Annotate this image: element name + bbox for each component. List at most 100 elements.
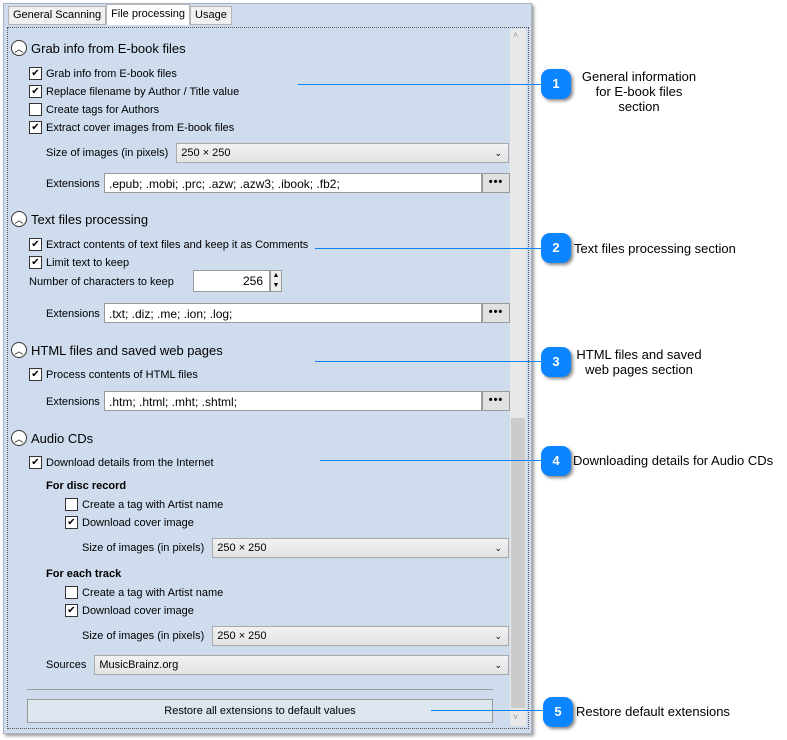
- html-extensions-browse-button[interactable]: •••: [482, 391, 510, 411]
- callout-line-3: [315, 361, 543, 362]
- callout-line-4: [320, 460, 543, 461]
- select-value: MusicBrainz.org: [99, 659, 179, 671]
- check-icon: ✔: [29, 238, 42, 251]
- select-value: 250 × 250: [181, 147, 231, 159]
- restore-defaults-button[interactable]: Restore all extensions to default values: [27, 699, 493, 723]
- settings-window: [3, 3, 532, 734]
- checkbox-label: Download cover image: [82, 516, 194, 529]
- scrollbar-thumb[interactable]: [511, 418, 525, 708]
- checkbox-track-cover[interactable]: ✔ Download cover image: [65, 604, 194, 617]
- sources-select[interactable]: MusicBrainz.org ⌄: [94, 655, 509, 675]
- checkbox-box: [65, 586, 78, 599]
- check-icon: ✔: [29, 456, 42, 469]
- tab-file-processing[interactable]: File processing: [106, 4, 191, 25]
- callout-text-3: HTML files and saved web pages section: [576, 347, 702, 377]
- collapse-icon[interactable]: ︿: [11, 342, 27, 358]
- extensions-label: Extensions: [46, 178, 100, 190]
- sources-row: Sources MusicBrainz.org ⌄: [46, 655, 509, 675]
- ebook-section-header[interactable]: ︿Grab info from E-book files: [11, 40, 186, 56]
- check-icon: ✔: [29, 67, 42, 80]
- callout-line-5: [431, 710, 545, 711]
- checkbox-label: Limit text to keep: [46, 256, 130, 269]
- callout-badge-4: 4: [541, 446, 571, 476]
- stepper-up-icon[interactable]: ▲: [272, 272, 280, 279]
- checkbox-label: Process contents of HTML files: [46, 368, 198, 381]
- chars-input[interactable]: 256: [193, 270, 270, 292]
- stepper-down-icon[interactable]: ▼: [272, 282, 280, 289]
- text-extensions-browse-button[interactable]: •••: [482, 303, 510, 323]
- checkbox-box: [29, 103, 42, 116]
- size-label: Size of images (in pixels): [82, 630, 205, 642]
- text-extensions-input[interactable]: .txt; .diz; .me; .ion; .log;: [104, 303, 482, 323]
- checkbox-box: [65, 498, 78, 511]
- callout-badge-1: 1: [541, 69, 571, 99]
- checkbox-label: Create a tag with Artist name: [82, 586, 224, 599]
- ebook-extensions-input[interactable]: .epub; .mobi; .prc; .azw; .azw3; .ibook;…: [104, 173, 482, 193]
- checkbox-disc-artist-tag[interactable]: Create a tag with Artist name: [65, 498, 223, 511]
- select-value: 250 × 250: [217, 542, 267, 554]
- checkbox-label: Grab info from E-book files: [46, 67, 177, 80]
- extensions-label: Extensions: [46, 308, 100, 320]
- checkbox-replace-filename[interactable]: ✔Replace filename by Author / Title valu…: [29, 85, 239, 98]
- checkbox-label: Create a tag with Artist name: [82, 498, 224, 511]
- chevron-down-icon: ⌄: [494, 543, 502, 553]
- callout-line-2: [315, 248, 543, 249]
- chevron-down-icon: ⌄: [494, 148, 502, 158]
- check-icon: ✔: [65, 604, 78, 617]
- collapse-icon[interactable]: ︿: [11, 430, 27, 446]
- collapse-icon[interactable]: ︿: [11, 211, 27, 227]
- audio-section-header[interactable]: ︿Audio CDs: [11, 430, 93, 446]
- callout-badge-2: 2: [541, 233, 571, 263]
- checkbox-extract-cover[interactable]: ✔Extract cover images from E-book files: [29, 121, 234, 134]
- ebook-size-select[interactable]: 250 × 250 ⌄: [176, 143, 509, 163]
- text-section-header[interactable]: ︿Text files processing: [11, 211, 148, 227]
- content-area: [7, 27, 529, 729]
- checkbox-label: Download cover image: [82, 604, 194, 617]
- callout-line-1: [298, 84, 543, 85]
- callout-text-2: Text files processing section: [574, 241, 736, 256]
- checkbox-track-artist-tag[interactable]: Create a tag with Artist name: [65, 586, 223, 599]
- check-icon: ✔: [29, 256, 42, 269]
- disc-size-row: Size of images (in pixels) 250 × 250⌄: [82, 538, 509, 558]
- checkbox-label: Download details from the Internet: [46, 456, 214, 469]
- checkbox-create-tags[interactable]: Create tags for Authors: [29, 103, 159, 116]
- check-icon: ✔: [29, 85, 42, 98]
- tab-usage[interactable]: Usage: [190, 6, 232, 25]
- checkbox-label: Extract contents of text files and keep …: [46, 238, 309, 251]
- track-size-row: Size of images (in pixels) 250 × 250⌄: [82, 626, 509, 646]
- checkbox-extract-text[interactable]: ✔ Extract contents of text files and keep…: [29, 238, 308, 251]
- html-extensions-input[interactable]: .htm; .html; .mht; .shtml;: [104, 391, 482, 411]
- track-size-select[interactable]: 250 × 250⌄: [212, 626, 509, 646]
- callout-badge-5: 5: [543, 697, 573, 727]
- scroll-down-icon[interactable]: ˅: [513, 712, 519, 722]
- check-icon: ✔: [29, 368, 42, 381]
- tab-general-scanning[interactable]: General Scanning: [8, 6, 107, 25]
- size-label: Size of images (in pixels): [46, 147, 169, 159]
- checkbox-label: Extract cover images from E-book files: [46, 121, 235, 134]
- disc-record-heading: For disc record: [46, 480, 127, 492]
- scroll-up-icon[interactable]: ˄: [513, 30, 519, 40]
- collapse-icon[interactable]: ︿: [11, 40, 27, 56]
- chars-stepper[interactable]: ▲▼: [270, 270, 282, 292]
- callout-text-5: Restore default extensions: [576, 704, 730, 719]
- section-title: Grab info from E-book files: [31, 40, 186, 56]
- checkbox-download-details[interactable]: ✔ Download details from the Internet: [29, 456, 214, 469]
- callout-text-4: Downloading details for Audio CDs: [573, 453, 774, 468]
- chevron-down-icon: ⌄: [494, 631, 502, 641]
- section-title: HTML files and saved web pages: [31, 342, 223, 358]
- sources-label: Sources: [46, 659, 87, 671]
- tab-bar: General Scanning File processing Usage: [8, 4, 232, 25]
- divider: [27, 689, 493, 690]
- ebook-extensions-browse-button[interactable]: •••: [482, 173, 510, 193]
- check-icon: ✔: [65, 516, 78, 529]
- checkbox-limit-text[interactable]: ✔ Limit text to keep: [29, 256, 129, 269]
- callout-badge-3: 3: [541, 347, 571, 377]
- checkbox-process-html[interactable]: ✔ Process contents of HTML files: [29, 368, 198, 381]
- extensions-label: Extensions: [46, 396, 100, 408]
- checkbox-disc-cover[interactable]: ✔ Download cover image: [65, 516, 194, 529]
- section-title: Audio CDs: [31, 430, 94, 446]
- disc-size-select[interactable]: 250 × 250 ⌄: [212, 538, 509, 558]
- checkbox-grab-info[interactable]: ✔ Grab info from E-book files: [29, 67, 177, 80]
- chevron-down-icon: ⌄: [494, 660, 502, 670]
- html-section-header[interactable]: ︿HTML files and saved web pages: [11, 342, 223, 358]
